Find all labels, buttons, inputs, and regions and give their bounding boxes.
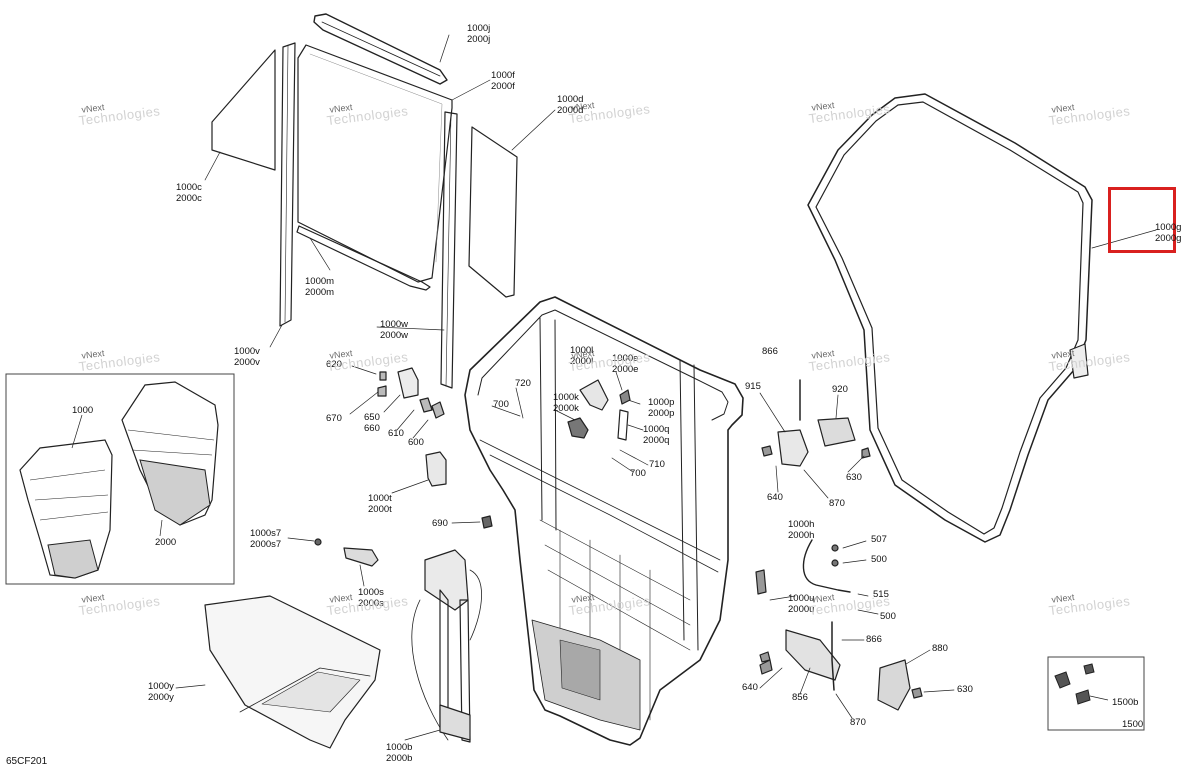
- top-seal-strip: [313, 13, 448, 85]
- label-640a[interactable]: 640: [767, 492, 783, 503]
- label-1000p[interactable]: 1000p 2000p: [648, 397, 675, 419]
- label-870a[interactable]: 870: [829, 498, 845, 509]
- door-assembly-2000-icon: [121, 381, 219, 526]
- label-500a[interactable]: 500: [871, 554, 887, 565]
- label-650[interactable]: 650 660: [364, 412, 380, 434]
- window-regulator: [411, 549, 482, 743]
- label-620[interactable]: 620: [326, 359, 342, 370]
- latch-1000k: [567, 417, 589, 439]
- left-channel: [279, 42, 296, 327]
- label-1000m[interactable]: 1000m 2000m: [305, 276, 335, 298]
- door-seal-1000g: [807, 93, 1093, 543]
- label-630a[interactable]: 630: [846, 472, 862, 483]
- diagram-code: 65CF201: [6, 756, 48, 767]
- left-small-glass: [211, 49, 276, 171]
- assembly-inset-frame: [5, 373, 235, 585]
- label-1000y[interactable]: 1000y 2000y: [148, 681, 174, 703]
- label-690[interactable]: 690: [432, 518, 448, 529]
- door-frame: [464, 296, 744, 746]
- label-1000d[interactable]: 1000d 2000d: [557, 94, 584, 116]
- lower-panel-1000y: [204, 595, 381, 749]
- label-1500[interactable]: 1500: [1122, 719, 1144, 730]
- label-880[interactable]: 880: [932, 643, 948, 654]
- right-channel: [440, 111, 458, 389]
- label-866b[interactable]: 866: [866, 634, 882, 645]
- label-1000s7[interactable]: 1000s7 2000s7: [250, 528, 282, 550]
- kit-inset-frame: [1047, 656, 1145, 731]
- hinge-bracket-620: [397, 367, 419, 399]
- hinge-880: [877, 659, 911, 711]
- bottom-seal-strip: [296, 225, 431, 291]
- label-1000q[interactable]: 1000q 2000q: [643, 424, 670, 446]
- label-1000v[interactable]: 1000v 2000v: [234, 346, 260, 368]
- door-assembly-1000-icon: [19, 439, 113, 579]
- label-720[interactable]: 720: [515, 378, 531, 389]
- label-866a[interactable]: 866: [762, 346, 778, 357]
- label-1000j[interactable]: 1000j 2000j: [467, 23, 491, 45]
- hinge-915: [777, 429, 809, 467]
- striker-bracket-1000t: [425, 451, 447, 487]
- label-1000u[interactable]: 1000u 2000u: [788, 593, 815, 615]
- right-small-glass: [468, 126, 518, 298]
- label-1000e[interactable]: 1000e 2000e: [612, 353, 639, 375]
- label-507[interactable]: 507: [871, 534, 887, 545]
- hinge-856: [785, 629, 841, 681]
- label-515[interactable]: 515: [873, 589, 889, 600]
- label-640b[interactable]: 640: [742, 682, 758, 693]
- label-1000h[interactable]: 1000h 2000h: [788, 519, 815, 541]
- label-915[interactable]: 915: [745, 381, 761, 392]
- key-kit-icon: [1054, 663, 1095, 705]
- label-856[interactable]: 856: [792, 692, 808, 703]
- main-glass-panel: [297, 44, 453, 283]
- label-1000s[interactable]: 1000s 2000s: [358, 587, 384, 609]
- label-670[interactable]: 670: [326, 413, 342, 424]
- label-1500b[interactable]: 1500b: [1112, 697, 1139, 708]
- label-870b[interactable]: 870: [850, 717, 866, 728]
- label-610[interactable]: 610: [388, 428, 404, 439]
- label-1000-assembly[interactable]: 1000: [72, 405, 94, 416]
- label-1000c[interactable]: 1000c 2000c: [176, 182, 202, 204]
- label-630b[interactable]: 630: [957, 684, 973, 695]
- label-600[interactable]: 600: [408, 437, 424, 448]
- label-920[interactable]: 920: [832, 384, 848, 395]
- cable-1000h: [802, 539, 851, 593]
- highlighted-part-1000g[interactable]: [1108, 187, 1176, 253]
- label-1000g[interactable]: 1000g 2000g: [1155, 222, 1182, 244]
- label-700b[interactable]: 700: [630, 468, 646, 479]
- label-1000t[interactable]: 1000t 2000t: [368, 493, 392, 515]
- label-710[interactable]: 710: [649, 459, 665, 470]
- label-1000f[interactable]: 1000f 2000f: [491, 70, 515, 92]
- label-1000k[interactable]: 1000k 2000k: [553, 392, 579, 414]
- label-1000b[interactable]: 1000b 2000b: [386, 742, 413, 764]
- label-1000w[interactable]: 1000w 2000w: [380, 319, 408, 341]
- hinge-920: [817, 417, 856, 447]
- label-2000-assembly[interactable]: 2000: [155, 537, 177, 548]
- label-1000l[interactable]: 1000l 2000l: [570, 345, 594, 367]
- label-500b[interactable]: 500: [880, 611, 896, 622]
- handle-part-1000l: [579, 379, 609, 411]
- door-handle-1000s: [343, 547, 379, 567]
- label-700[interactable]: 700: [493, 399, 509, 410]
